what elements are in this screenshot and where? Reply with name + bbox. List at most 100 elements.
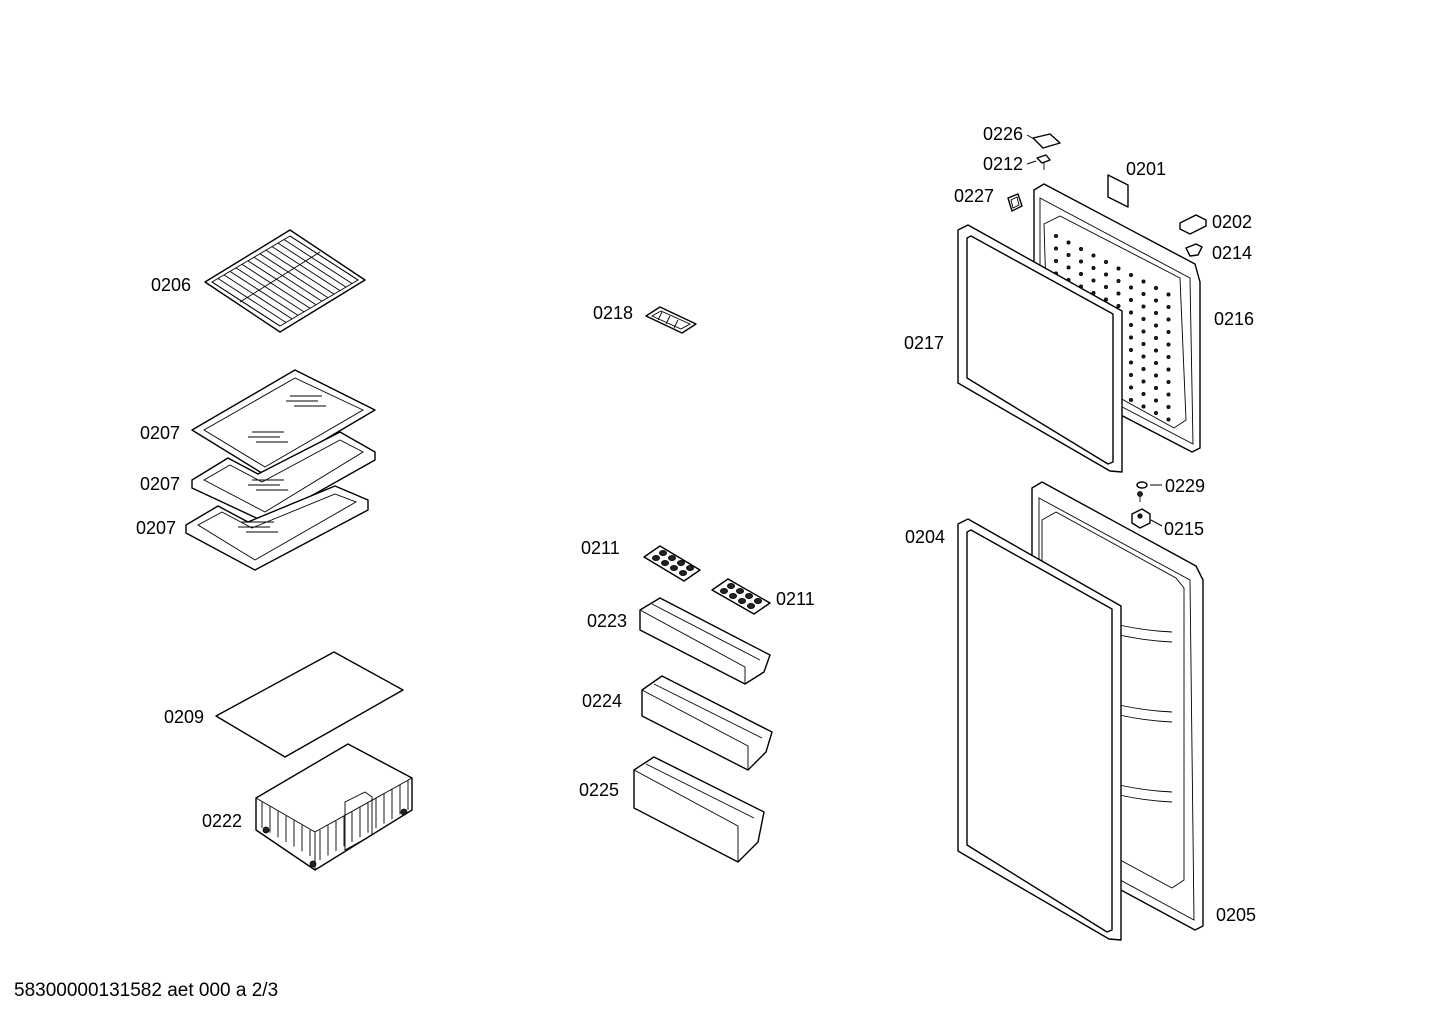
part-0215-hinge-block [1131, 508, 1151, 529]
part-0214-hinge-bracket [1185, 243, 1203, 257]
label-0211-upper: 0211 [581, 538, 620, 558]
door-dimple [1141, 291, 1146, 296]
door-dimple [1129, 347, 1134, 352]
wire-bar [253, 256, 323, 302]
part-0226-hinge-cover [1032, 133, 1061, 149]
door-dimple [1141, 279, 1146, 284]
door-dimple [1079, 246, 1084, 251]
wire-bar [259, 253, 329, 299]
door-dimple [1166, 354, 1171, 359]
part-0218-ice-tray [645, 306, 697, 334]
drawing-number-footer: 58300000131582 aet 000 a 2/3 [14, 980, 279, 1001]
part-0229-washer [1136, 481, 1148, 502]
door-dimple [1129, 322, 1134, 327]
door-dimple [1166, 342, 1171, 347]
door-dimple [1066, 265, 1071, 270]
door-dimple [1141, 391, 1146, 396]
label-0207-middle: 0207 [140, 474, 180, 494]
label-0223: 0223 [587, 611, 627, 631]
door-dimple [1166, 329, 1171, 334]
door-dimple [1154, 335, 1159, 340]
door-dimple [1141, 379, 1146, 384]
door-dimple [1166, 404, 1171, 409]
door-dimple [1141, 366, 1146, 371]
door-dimple [1054, 258, 1059, 263]
label-0218: 0218 [593, 303, 633, 323]
label-0222: 0222 [202, 811, 242, 831]
door-dimple [1129, 335, 1134, 340]
door-dimple [1141, 341, 1146, 346]
label-0204: 0204 [905, 527, 945, 547]
egg-cup [659, 550, 668, 557]
door-dimple [1166, 392, 1171, 397]
door-dimple [1104, 259, 1109, 264]
wire-bar [229, 271, 299, 316]
door-dimple [1154, 310, 1159, 315]
egg-cup [738, 598, 747, 605]
door-dimple [1116, 291, 1121, 296]
part-0201-label-plate [1107, 174, 1129, 208]
egg-cup [661, 560, 670, 567]
door-dimple [1129, 272, 1134, 277]
door-dimple [1154, 398, 1159, 403]
door-dimple [1154, 360, 1159, 365]
label-0217: 0217 [904, 333, 944, 353]
egg-cup [736, 588, 745, 595]
part-0211-egg-tray-lower [711, 578, 771, 615]
label-0205: 0205 [1216, 905, 1256, 925]
part-0207-glass-shelf-middle [191, 431, 376, 523]
door-dimple [1166, 417, 1171, 422]
door-dimple [1066, 252, 1071, 257]
egg-cup [727, 583, 736, 590]
door-dimple [1129, 297, 1134, 302]
label-0201: 0201 [1126, 159, 1166, 179]
door-dimple [1154, 348, 1159, 353]
door-dimple [1116, 303, 1121, 308]
door-dimple [1104, 284, 1109, 289]
door-dimple [1091, 253, 1096, 258]
door-dimple [1054, 246, 1059, 251]
egg-cup [679, 570, 688, 577]
part-0222-crisper-drawer [255, 743, 413, 871]
door-dimple [1079, 271, 1084, 276]
part-0207-glass-shelf-top [191, 369, 376, 476]
egg-cup [747, 603, 756, 610]
part-0209-crisper-cover [215, 651, 404, 758]
part-0202-hinge-cap [1179, 214, 1207, 235]
part-0217-freezer-door-gasket [957, 224, 1123, 473]
door-dimple [1154, 385, 1159, 390]
door-dimple [1129, 285, 1134, 290]
egg-cup [686, 565, 695, 572]
door-dimple [1116, 278, 1121, 283]
part-0211-egg-tray-upper [643, 545, 701, 582]
part-0204-fridge-door-gasket [957, 518, 1122, 941]
wire-bar [223, 274, 293, 320]
door-dimple [1054, 233, 1059, 238]
label-0209: 0209 [164, 707, 204, 727]
egg-cup [652, 555, 661, 562]
egg-cup [677, 560, 686, 567]
door-dimple [1141, 316, 1146, 321]
wire-bar [289, 235, 359, 281]
door-dimple [1066, 240, 1071, 245]
door-dimple [1154, 298, 1159, 303]
part-0212-hinge-pin [1036, 154, 1051, 170]
label-0206: 0206 [151, 275, 191, 295]
wire-bar [283, 239, 353, 284]
door-dimple [1079, 259, 1084, 264]
egg-cup [729, 593, 738, 600]
part-0206-wire-shelf [204, 229, 366, 333]
wire-bar [211, 281, 281, 327]
label-0215: 0215 [1164, 519, 1204, 539]
label-0212: 0212 [983, 154, 1023, 174]
door-dimple [1129, 360, 1134, 365]
label-0224: 0224 [582, 691, 622, 711]
door-dimple [1129, 397, 1134, 402]
label-0229: 0229 [1165, 476, 1205, 496]
part-0224-door-bin [641, 675, 773, 771]
label-0227: 0227 [954, 186, 994, 206]
label-0207-top: 0207 [140, 423, 180, 443]
part-0223-door-bin [639, 597, 771, 685]
door-dimple [1154, 285, 1159, 290]
